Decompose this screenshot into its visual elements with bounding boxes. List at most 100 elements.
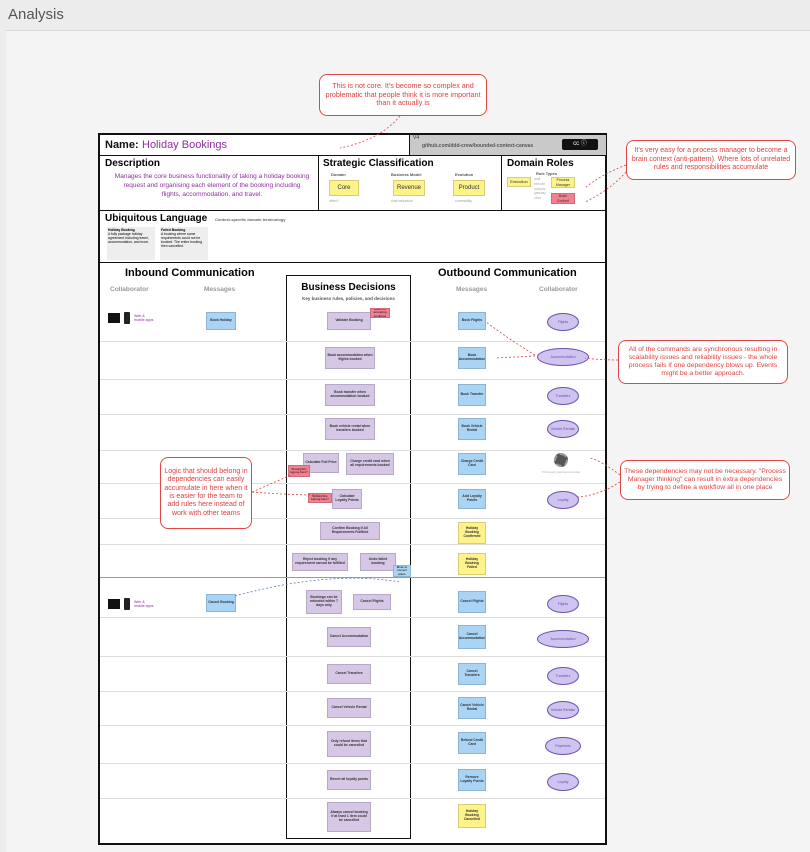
outbound-collaborator[interactable]: Accommodation xyxy=(537,348,589,366)
outbound-collaborator[interactable]: Payments xyxy=(545,737,581,755)
decision-item[interactable]: Cancel Accommodation xyxy=(327,627,371,647)
outbound-collaborator[interactable]: Loyalty xyxy=(547,773,579,791)
outbound-message[interactable]: Cancel Vehicle Rental xyxy=(458,697,486,719)
connector-line xyxy=(251,469,303,493)
row-divider xyxy=(100,725,605,726)
outbound-collaborator[interactable]: Flights xyxy=(547,313,579,331)
decision-item[interactable]: Cancel Flights xyxy=(353,594,391,610)
outbound-message[interactable]: Charge Credit Card xyxy=(458,453,486,475)
outbound-message[interactable]: Book Accommodation xyxy=(458,347,486,369)
outbound-message[interactable]: Book Vehicle Rental xyxy=(458,418,486,440)
inbound-collaborator: Web & mobile apps xyxy=(134,314,154,322)
decision-item[interactable]: Book accommodation when flights booked xyxy=(325,347,375,369)
version-box: V4 github.com/ddd-crew/bounded-context-c… xyxy=(409,135,606,156)
decision-item[interactable]: Revert all loyalty points xyxy=(327,770,371,790)
decision-item[interactable]: Undo failed booking xyxy=(360,553,396,571)
business-decisions-box: Business Decisions Key business rules, p… xyxy=(286,275,411,839)
domain-value[interactable]: Core xyxy=(329,180,359,196)
row-divider xyxy=(100,379,605,380)
strategic-title: Strategic Classification xyxy=(323,158,434,169)
decision-item[interactable]: Book transfer when accommodation booked xyxy=(325,384,375,406)
gear-icon xyxy=(554,453,568,467)
outbound-message[interactable]: Cancel Flights xyxy=(458,591,486,613)
repo-link[interactable]: github.com/ddd-crew/bounded-context-canv… xyxy=(422,143,534,149)
section-divider xyxy=(100,577,605,578)
outbound-collaborator[interactable]: Transfers xyxy=(547,667,579,685)
row-divider xyxy=(100,450,605,451)
mobile-icon xyxy=(124,312,130,324)
note-logic-accumulate[interactable]: Logic that should belong in dependencies… xyxy=(160,457,252,529)
outbound-collaborator[interactable]: Accommodation xyxy=(537,630,589,648)
outbound-message[interactable]: Add Loyalty Points xyxy=(458,489,486,509)
evolution-value[interactable]: Product xyxy=(453,180,485,196)
outbound-message[interactable]: Refund Credit Card xyxy=(458,732,486,754)
outbound-message[interactable]: Book Flights xyxy=(458,312,486,330)
outbound-collaborator[interactable]: Transfers xyxy=(547,387,579,405)
inbound-collaborator: Web & mobile apps xyxy=(134,600,154,608)
term-card[interactable]: Failed Booking A booking where some requ… xyxy=(160,227,208,260)
outbound-collaborator[interactable]: Vehicle Rentals xyxy=(547,701,579,719)
decision-item[interactable]: Reject booking if any requirement cannot… xyxy=(292,553,348,571)
inbound-message[interactable]: Cancel Booking xyxy=(206,594,236,612)
note-brain-context[interactable]: It's very easy for a process manager to … xyxy=(626,140,796,180)
connector-line xyxy=(485,321,536,356)
decision-item[interactable]: Confirm Booking if All Requirements Fulf… xyxy=(320,522,380,540)
row-divider xyxy=(100,798,605,799)
decision-item[interactable]: Validate Booking xyxy=(327,312,371,330)
monitor-icon xyxy=(108,599,120,609)
outbound-collaborator[interactable]: Loyalty xyxy=(547,491,579,509)
outbound-message[interactable]: Holiday Booking Confirmed xyxy=(458,522,486,544)
role-process-manager[interactable]: Process Manager xyxy=(551,177,575,188)
top-bar: Analysis xyxy=(0,0,810,30)
role-brain-context[interactable]: Brain Context xyxy=(551,193,575,204)
decision-item[interactable]: Cancel Vehicle Rental xyxy=(327,698,371,718)
page-title: Analysis xyxy=(8,6,64,23)
name-value: Holiday Bookings xyxy=(142,139,227,151)
name-row: Name: Holiday Bookings xyxy=(100,135,409,156)
outbound-message[interactable]: Remove Loyalty Points xyxy=(458,769,486,791)
decisions-title: Business Decisions xyxy=(301,282,396,293)
row-divider xyxy=(100,763,605,764)
pink-note[interactable]: Move to correct place xyxy=(393,565,411,577)
decision-item[interactable]: Book vehicle rental when transfers booke… xyxy=(325,418,375,440)
decision-item[interactable]: Calculate Loyalty Points xyxy=(332,489,362,509)
note-dependencies[interactable]: These dependencies may not be necessary.… xyxy=(620,460,790,500)
outbound-message[interactable]: Cancel Transfers xyxy=(458,663,486,685)
outbound-message[interactable]: Holiday Booking Cancelled xyxy=(458,804,486,828)
inbound-title: Inbound Communication xyxy=(125,267,255,279)
model-other: cost reduction xyxy=(391,199,413,203)
ubiquitous-section: Ubiquitous Language Context-specific dom… xyxy=(100,210,605,263)
ubiquitous-subtitle: Context-specific domain terminology xyxy=(215,217,286,222)
role-types-label: Role Types xyxy=(536,171,558,176)
evolution-label: Evolution xyxy=(455,172,474,177)
row-divider xyxy=(100,518,605,519)
pink-note[interactable]: Rules for accepting bookings xyxy=(370,308,390,318)
decision-item[interactable]: Only refund items that could be cancelle… xyxy=(327,731,371,757)
row-divider xyxy=(100,617,605,618)
note-not-core[interactable]: This is not core. It's become so complex… xyxy=(319,74,487,116)
connector-line xyxy=(494,355,536,359)
evolution-other: commodity xyxy=(455,199,472,203)
connector-line xyxy=(589,457,621,476)
note-synchronous[interactable]: All of the commands are synchronous resu… xyxy=(618,340,788,384)
decision-item[interactable]: Calculate Full Price xyxy=(303,453,339,473)
inbound-message[interactable]: Book Holiday xyxy=(206,312,236,330)
connector-line xyxy=(584,357,619,361)
outbound-collaborator[interactable]: Flights xyxy=(547,595,579,613)
outbound-collaborator[interactable]: Vehicle Rentals xyxy=(547,420,579,438)
decision-item[interactable]: Bookings can be refunded within 7 days o… xyxy=(306,590,342,614)
decision-item[interactable]: Always cancel booking if at least 1 item… xyxy=(327,802,371,832)
role-execution[interactable]: Execution xyxy=(507,177,531,187)
outbound-message[interactable]: Cancel Accommodation xyxy=(458,625,486,649)
decision-item[interactable]: Charge credit card when all requirements… xyxy=(346,453,394,475)
term-card[interactable]: Holiday Booking A fully package holiday … xyxy=(107,227,155,260)
pink-note[interactable]: Should this belong here? xyxy=(308,493,332,503)
cc-license-icon: cc ⓘ xyxy=(562,139,598,150)
monitor-icon xyxy=(108,313,120,323)
model-value[interactable]: Revenue xyxy=(393,180,425,196)
decision-item[interactable]: Cancel Transfers xyxy=(327,664,371,684)
outbound-message[interactable]: Book Transfer xyxy=(458,384,486,406)
outbound-message[interactable]: Holiday Booking Failed xyxy=(458,553,486,575)
